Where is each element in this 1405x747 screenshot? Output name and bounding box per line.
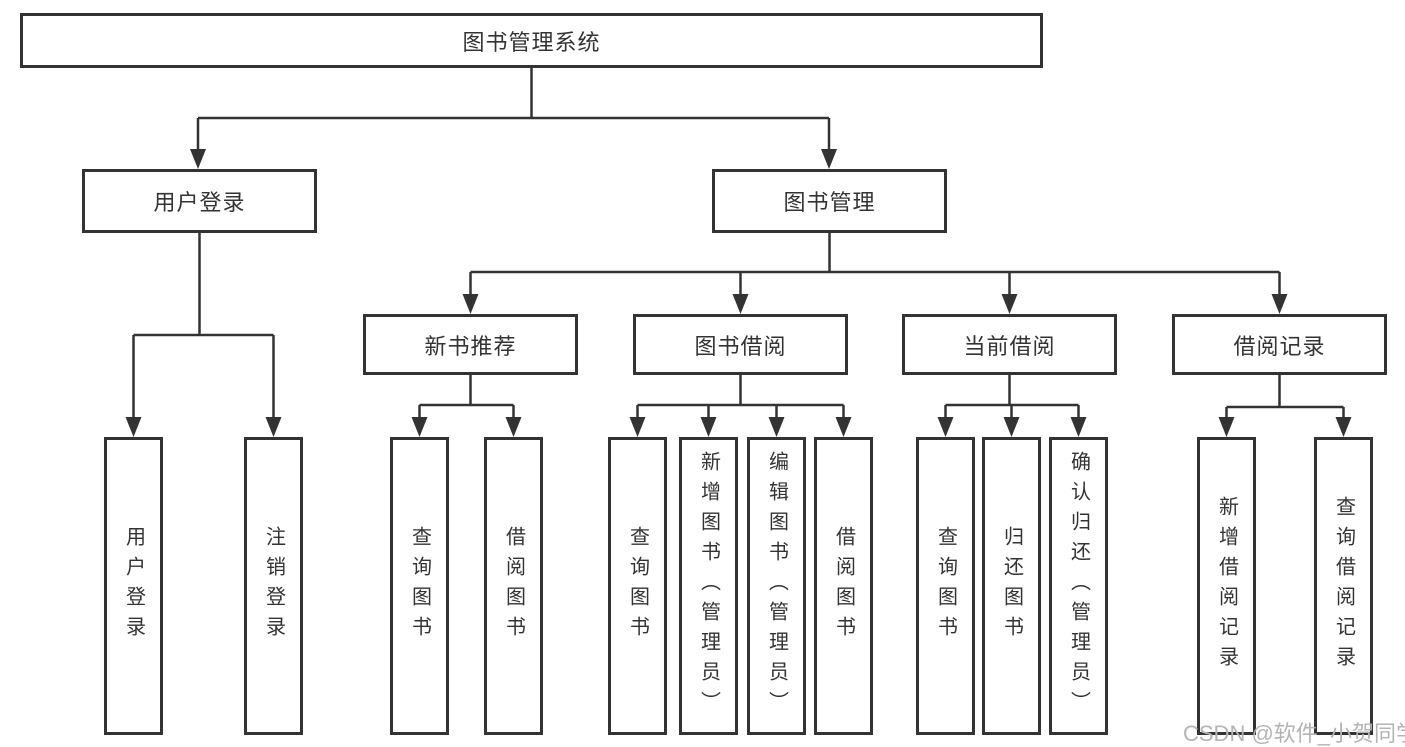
- connector-recommend-children: [418, 375, 515, 420]
- arrowhead-new-book-recommend: [462, 294, 479, 314]
- arrowhead-leaf-login: [125, 417, 142, 437]
- arrowhead-current-return: [1003, 417, 1020, 437]
- arrowhead-current-query: [937, 417, 954, 437]
- leaf-logout: 注销登录: [244, 437, 303, 735]
- leaf-current-confirm-return-admin: 确认归还（管理员）: [1049, 437, 1108, 735]
- connector-borrow-children: [636, 375, 845, 420]
- node-book-borrow: 图书借阅: [633, 314, 848, 375]
- leaf-recommend-borrow-books: 借阅图书: [484, 437, 543, 735]
- leaf-borrow-borrow-books: 借阅图书: [814, 437, 873, 735]
- connector-records-children: [1225, 375, 1345, 420]
- leaf-records-query-record: 查询借阅记录: [1314, 437, 1373, 735]
- arrowhead-recommend-query: [411, 417, 428, 437]
- arrowhead-borrow-borrow: [835, 417, 852, 437]
- leaf-current-return-books: 归还图书: [982, 437, 1041, 735]
- connector-book-mgmt-children: [469, 233, 1281, 296]
- node-borrow-records: 借阅记录: [1172, 314, 1387, 375]
- arrowhead-book-mgmt: [821, 149, 837, 169]
- arrowhead-current-borrow: [1001, 294, 1018, 314]
- node-new-book-recommend: 新书推荐: [363, 314, 578, 375]
- connector-current-children: [944, 375, 1080, 420]
- arrowhead-borrow-add: [700, 417, 717, 437]
- csdn-watermark: CSDN @软件_小贺同学: [1183, 721, 1405, 746]
- arrowhead-borrow-edit: [768, 417, 785, 437]
- leaf-borrow-add-books-admin: 新增图书（管理员）: [679, 437, 738, 735]
- leaf-records-add-record: 新增借阅记录: [1197, 437, 1256, 735]
- connector-root-to-level2: [196, 68, 831, 151]
- arrowhead-book-borrow: [732, 294, 749, 314]
- arrowhead-current-confirm: [1070, 417, 1087, 437]
- arrowhead-user-login: [190, 149, 206, 169]
- leaf-current-query-books: 查询图书: [916, 437, 975, 735]
- arrowhead-records-query: [1335, 417, 1352, 437]
- node-root-system: 图书管理系统: [20, 13, 1043, 68]
- arrowhead-borrow-query: [629, 417, 646, 437]
- node-current-borrow: 当前借阅: [902, 314, 1117, 375]
- node-user-login: 用户登录: [82, 169, 317, 233]
- arrowhead-leaf-logout: [265, 417, 282, 437]
- connector-user-login-children: [132, 233, 275, 420]
- arrowhead-recommend-borrow: [505, 417, 522, 437]
- arrowhead-records-add: [1218, 417, 1235, 437]
- leaf-borrow-edit-books-admin: 编辑图书（管理员）: [747, 437, 806, 735]
- leaf-borrow-query-books: 查询图书: [608, 437, 667, 735]
- node-book-management: 图书管理: [712, 169, 947, 233]
- leaf-recommend-query-books: 查询图书: [390, 437, 449, 735]
- leaf-user-login: 用户登录: [104, 437, 163, 735]
- arrowhead-borrow-records: [1271, 294, 1288, 314]
